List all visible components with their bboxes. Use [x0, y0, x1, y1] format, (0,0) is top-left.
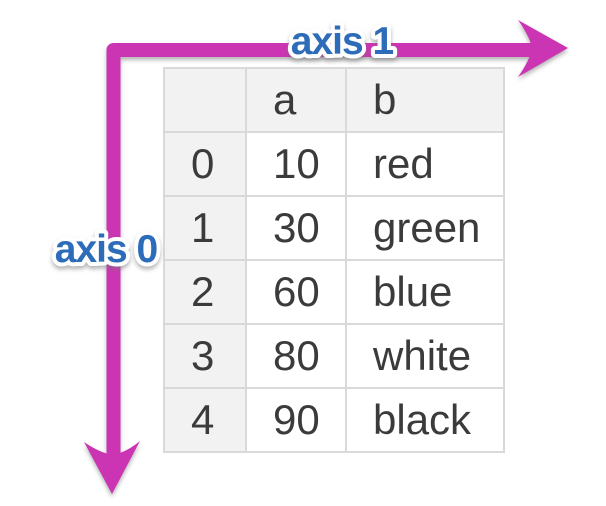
axis0-arrowhead — [84, 441, 140, 494]
corner-header-cell — [163, 67, 247, 133]
axis0-label: axis 0 — [55, 228, 158, 271]
dataframe-table: a b 0 10 red 1 30 green 2 60 blue 3 80 — [163, 67, 505, 453]
axes-arrows — [84, 20, 568, 494]
row-index-cell: 2 — [163, 259, 247, 325]
row-index-cell: 4 — [163, 387, 247, 453]
cell-b: white — [345, 323, 505, 389]
table-row: 4 90 black — [163, 387, 505, 453]
cell-a: 10 — [245, 131, 347, 197]
table-row: 3 80 white — [163, 323, 505, 389]
table-header-row: a b — [163, 67, 505, 133]
cell-a: 80 — [245, 323, 347, 389]
cell-b: red — [345, 131, 505, 197]
cell-b: green — [345, 195, 505, 261]
table-row: 0 10 red — [163, 131, 505, 197]
cell-a: 90 — [245, 387, 347, 453]
row-index-cell: 1 — [163, 195, 247, 261]
cell-b: blue — [345, 259, 505, 325]
column-header-b: b — [345, 67, 505, 133]
cell-a: 60 — [245, 259, 347, 325]
table-row: 2 60 blue — [163, 259, 505, 325]
cell-b: black — [345, 387, 505, 453]
row-index-cell: 3 — [163, 323, 247, 389]
column-header-a: a — [245, 67, 347, 133]
cell-a: 30 — [245, 195, 347, 261]
axes-arrow-shaft — [106, 43, 536, 462]
axis1-label: axis 1 — [291, 20, 394, 63]
axis1-arrowhead — [518, 20, 568, 77]
table-row: 1 30 green — [163, 195, 505, 261]
row-index-cell: 0 — [163, 131, 247, 197]
